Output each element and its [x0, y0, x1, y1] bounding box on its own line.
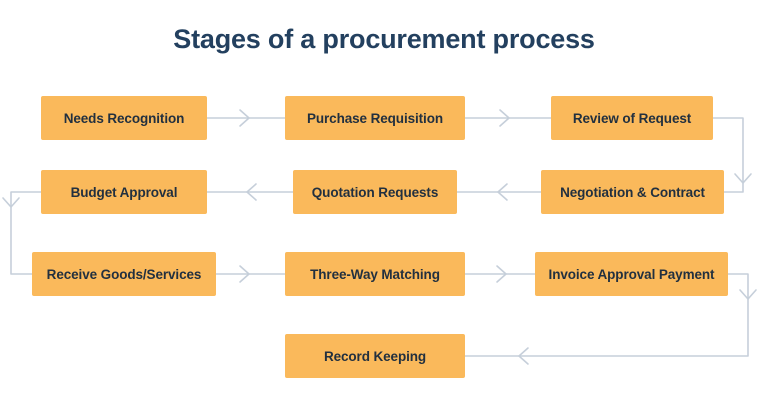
- node-label: Needs Recognition: [63, 110, 185, 126]
- node-needs-recognition[interactable]: Needs Recognition: [41, 96, 207, 140]
- node-label: Purchase Requisition: [306, 110, 444, 126]
- node-budget-approval[interactable]: Budget Approval: [41, 170, 207, 214]
- node-label: Review of Request: [572, 110, 692, 126]
- node-record-keeping[interactable]: Record Keeping: [285, 334, 465, 378]
- node-review-of-request[interactable]: Review of Request: [551, 96, 713, 140]
- connector-quotation-to-budget: [206, 183, 294, 201]
- node-label: Quotation Requests: [311, 184, 439, 200]
- node-label: Invoice Approval Payment: [548, 266, 715, 282]
- node-label: Three-Way Matching: [310, 266, 440, 282]
- page-title: Stages of a procurement process: [173, 24, 595, 54]
- node-label: Receive Goods/Services: [46, 266, 202, 282]
- connector-needs-to-purchase: [206, 109, 286, 127]
- connector-invoice-to-record: [464, 273, 757, 365]
- connector-negotiation-to-quotation: [456, 183, 542, 201]
- connector-review-to-negotiation: [712, 117, 752, 193]
- node-invoice-approval-payment[interactable]: Invoice Approval Payment: [535, 252, 728, 296]
- node-three-way-matching[interactable]: Three-Way Matching: [285, 252, 465, 296]
- connector-purchase-to-review: [464, 109, 552, 127]
- node-receive-goods-services[interactable]: Receive Goods/Services: [32, 252, 216, 296]
- node-label: Budget Approval: [70, 184, 178, 200]
- node-negotiation-contract[interactable]: Negotiation & Contract: [541, 170, 724, 214]
- connector-receive-to-matching: [215, 265, 286, 283]
- connector-matching-to-invoice: [464, 265, 536, 283]
- node-purchase-requisition[interactable]: Purchase Requisition: [285, 96, 465, 140]
- connector-budget-to-receive: [2, 191, 42, 275]
- node-label: Negotiation & Contract: [560, 184, 705, 200]
- node-quotation-requests[interactable]: Quotation Requests: [293, 170, 457, 214]
- node-label: Record Keeping: [323, 348, 427, 364]
